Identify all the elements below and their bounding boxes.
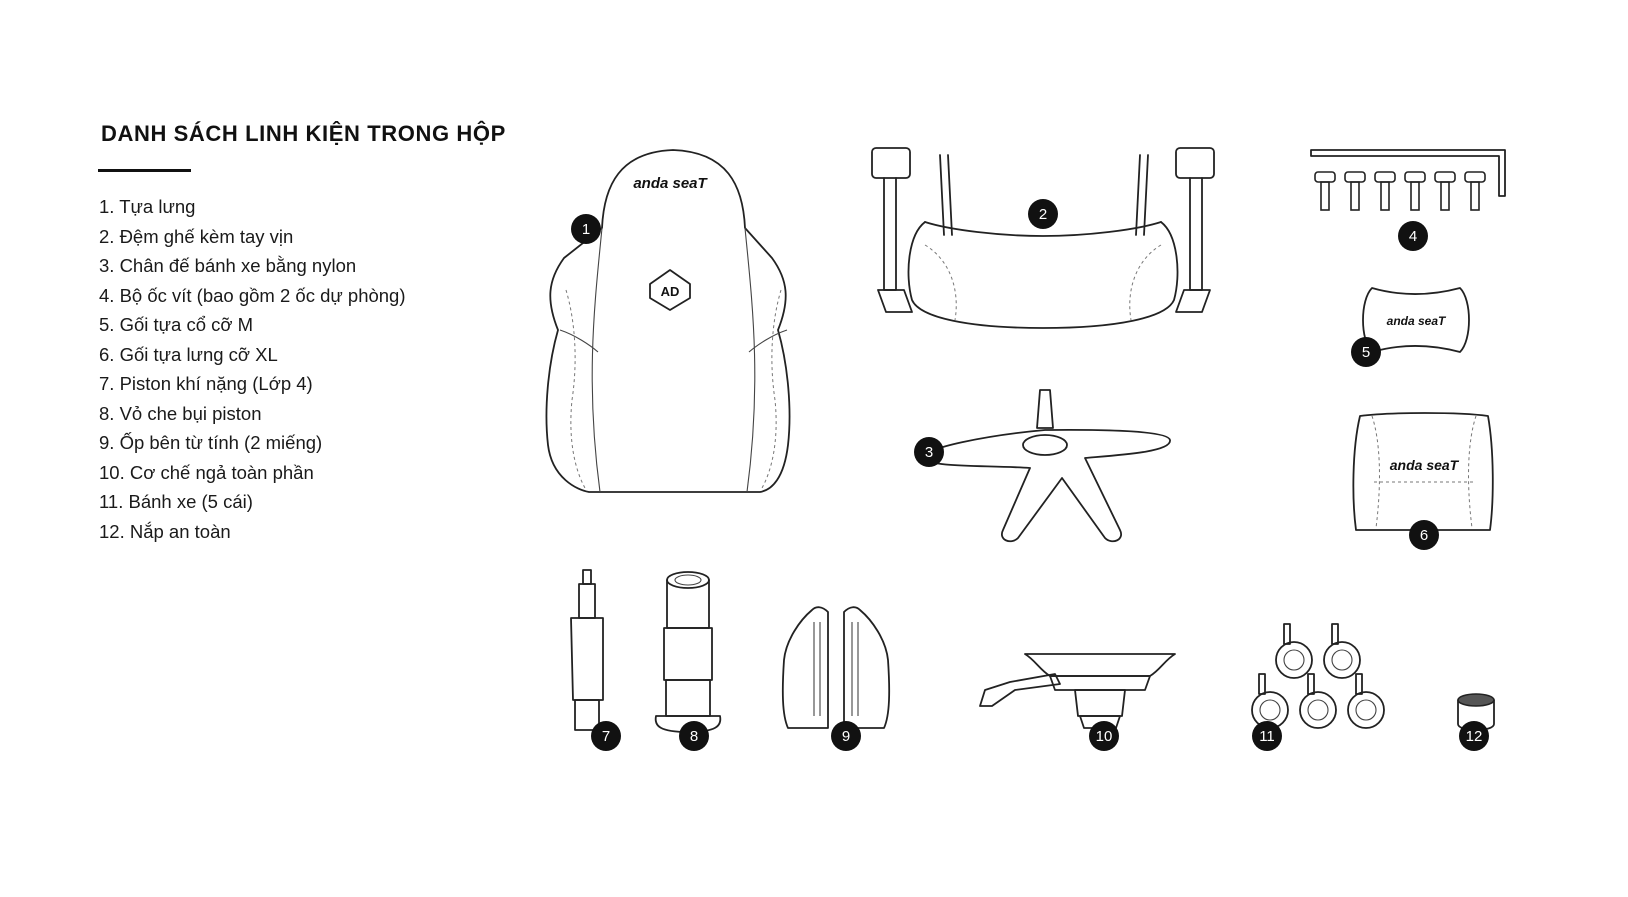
part-item-4: 4. Bộ ốc vít (bao gồm 2 ốc dự phòng) (99, 284, 406, 306)
part-item-8: 8. Vỏ che bụi piston (99, 402, 262, 424)
part-item-10: 10. Cơ chế ngả toàn phần (99, 461, 314, 483)
badge-2: 2 (1028, 199, 1058, 229)
screw-set-icon (1310, 149, 1506, 211)
svg-text:3: 3 (925, 444, 933, 461)
piston-cover-icon (654, 571, 722, 733)
part-item-9: 9. Ốp bên từ tính (2 miếng) (99, 432, 323, 453)
svg-text:8: 8 (690, 728, 698, 745)
svg-text:7: 7 (602, 728, 610, 745)
badge-3: 3 (914, 437, 944, 467)
badge-9: 9 (831, 721, 861, 751)
badge-5: 5 (1351, 337, 1381, 367)
svg-text:6: 6 (1420, 527, 1428, 544)
backrest-emblem: AD (661, 284, 680, 299)
part-item-12: 12. Nắp an toàn (99, 520, 231, 542)
badge-6: 6 (1409, 520, 1439, 550)
svg-text:1: 1 (582, 221, 590, 238)
badge-12: 12 (1459, 721, 1489, 751)
casters-icon (1251, 623, 1385, 729)
badge-7: 7 (591, 721, 621, 751)
svg-text:10: 10 (1096, 728, 1113, 745)
parts-list: 1. Tựa lưng 2. Đệm ghế kèm tay vịn 3. Ch… (99, 192, 406, 546)
badge-1: 1 (571, 214, 601, 244)
lumbar-pillow-brand-logo: anda seaT (1390, 457, 1460, 473)
badge-4: 4 (1398, 221, 1428, 251)
badge-11: 11 (1252, 721, 1282, 751)
part-item-5: 5. Gối tựa cổ cỡ M (99, 314, 254, 335)
tilt-mechanism-icon (979, 653, 1176, 729)
page-title: DANH SÁCH LINH KIỆN TRONG HỘP (101, 121, 506, 146)
nylon-base-icon (924, 389, 1171, 543)
badge-8: 8 (679, 721, 709, 751)
backrest-icon: anda seaT AD (545, 149, 791, 493)
part-item-3: 3. Chân đế bánh xe bằng nylon (99, 255, 357, 276)
part-item-1: 1. Tựa lưng (99, 196, 196, 217)
svg-text:2: 2 (1039, 206, 1047, 223)
svg-text:4: 4 (1409, 228, 1417, 245)
part-item-7: 7. Piston khí nặng (Lớp 4) (99, 373, 313, 394)
title-underline (98, 169, 191, 172)
seat-with-armrests-icon (871, 147, 1215, 329)
svg-text:11: 11 (1259, 728, 1275, 745)
neck-pillow-brand-logo: anda seaT (1387, 314, 1447, 328)
part-item-6: 6. Gối tựa lưng cỡ XL (99, 343, 278, 365)
gas-lift-icon (570, 569, 604, 731)
backrest-brand-logo: anda seaT (633, 175, 708, 192)
part-item-11: 11. Bánh xe (5 cái) (99, 491, 253, 512)
lumbar-pillow-icon: anda seaT (1352, 412, 1494, 531)
svg-text:5: 5 (1362, 344, 1370, 361)
part-item-2: 2. Đệm ghế kèm tay vịn (99, 225, 294, 247)
magnetic-side-covers-icon (781, 606, 891, 729)
svg-text:9: 9 (842, 728, 850, 745)
badge-10: 10 (1089, 721, 1119, 751)
neck-pillow-icon: anda seaT (1362, 287, 1470, 353)
svg-text:12: 12 (1466, 728, 1483, 745)
